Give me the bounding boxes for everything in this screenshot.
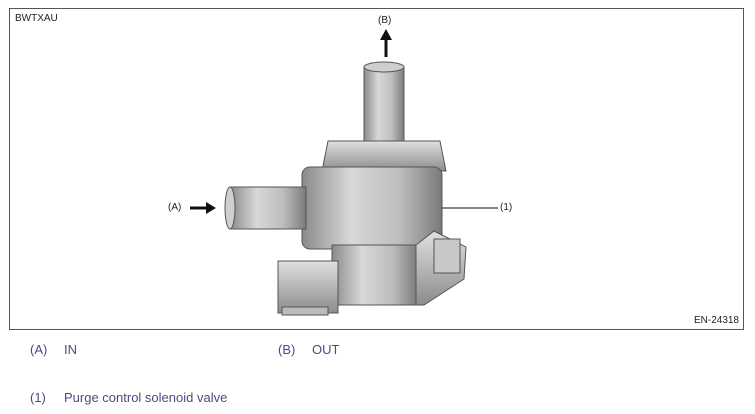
figure-code: BWTXAU	[15, 13, 58, 24]
arrow-in-icon	[190, 202, 216, 214]
figure-reference: EN-24318	[693, 315, 739, 326]
callout-1: (1)	[500, 202, 513, 213]
callout-b: (B)	[378, 15, 392, 26]
legend-label: IN	[64, 342, 77, 357]
arrow-out-icon	[380, 29, 392, 57]
valve-illustration	[190, 29, 498, 316]
callout-a: (A)	[168, 202, 182, 213]
legend-label: OUT	[312, 342, 340, 357]
legend-item-b: (B) OUT	[278, 342, 339, 357]
legend-label: Purge control solenoid valve	[64, 390, 228, 405]
legend-item-a: (A) IN	[30, 342, 77, 357]
legend-key: (A)	[30, 342, 48, 357]
legend-item-1: (1) Purge control solenoid valve	[30, 390, 227, 405]
legend-key: (1)	[30, 390, 46, 405]
legend-key: (B)	[278, 342, 296, 357]
diagram-figure: BWTXAU	[9, 8, 744, 330]
purge-valve-body	[224, 61, 467, 316]
